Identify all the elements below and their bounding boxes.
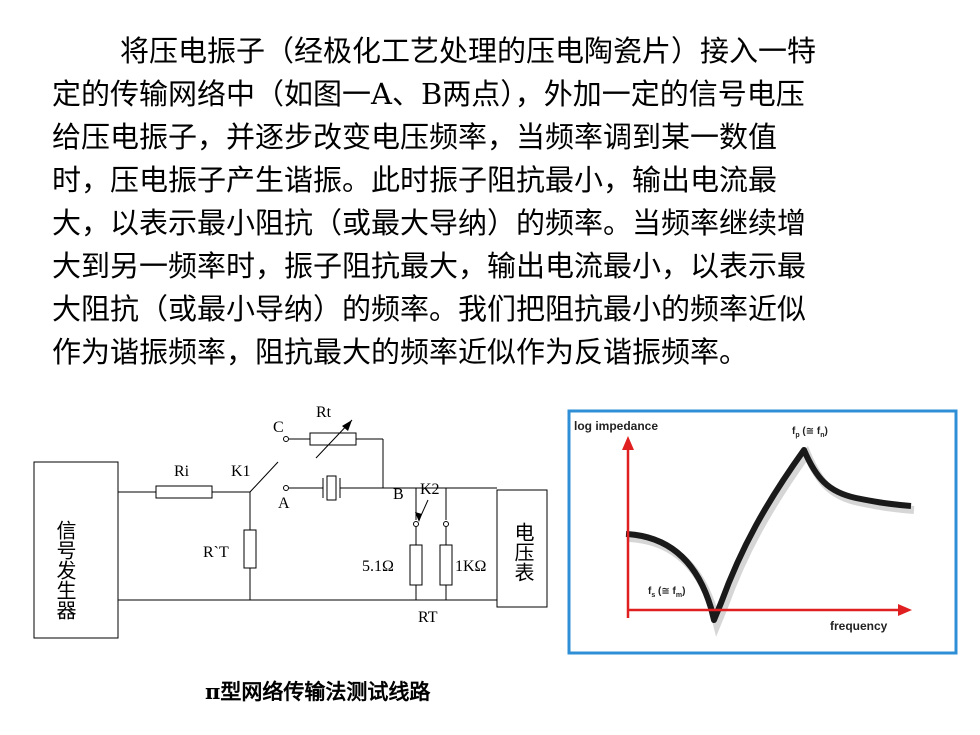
signal-generator-box — [33, 461, 119, 639]
y-axis-label: log impedance — [574, 419, 658, 433]
paragraph-line: 大，以表示最小阻抗（或最大导纳）的频率。当频率继续增 — [52, 206, 807, 240]
description-paragraph: 将压电振子（经极化工艺处理的压电陶瓷片）接入一特 定的传输网络中（如图一A、B两… — [52, 30, 942, 374]
paragraph-line: 给压电振子，并逐步改变电压频率，当频率调到某一数值 — [52, 120, 778, 154]
resistor-rt-variable — [309, 432, 357, 446]
terminal-k2-right — [443, 521, 449, 527]
variable-arrow-head — [342, 420, 352, 431]
paragraph-line: 将压电振子（经极化工艺处理的压电陶瓷片）接入一特 — [120, 34, 817, 68]
terminal-k2-left — [413, 521, 419, 527]
y-axis-arrow — [622, 436, 634, 450]
switch-k1-arm — [249, 461, 279, 493]
r-large-label: 1KΩ — [455, 558, 487, 575]
x-axis-label: frequency — [830, 619, 888, 633]
a-label: A — [278, 495, 290, 512]
resistor-ri — [155, 485, 213, 499]
piezo-element — [326, 475, 337, 501]
voltmeter-box — [496, 489, 548, 608]
c-label: C — [273, 419, 284, 436]
fp-label: fp (≅ fn) — [792, 426, 828, 439]
impedance-frequency-graph: log impedance frequency fp (≅ fn) fs (≅ … — [567, 409, 958, 655]
terminal-a — [283, 485, 289, 491]
resistor-1k — [439, 544, 453, 586]
rt-bottom-label: RT — [418, 609, 438, 626]
paragraph-line: 大阻抗（或最小导纳）的频率。我们把阻抗最小的频率近似 — [52, 292, 807, 326]
switch-k2-arrow-head — [415, 512, 422, 522]
b-label: B — [393, 486, 404, 503]
r-small-label: 5.1Ω — [362, 558, 394, 575]
resistor-5-1 — [409, 544, 423, 586]
x-axis-arrow — [898, 604, 912, 616]
paragraph-line: 大到另一频率时，振子阻抗最大，输出电流最小，以表示最 — [52, 249, 807, 283]
paragraph-line: 定的传输网络中（如图一A、B两点），外加一定的信号电压 — [52, 77, 805, 111]
paragraph-line: 作为谐振频率，阻抗最大的频率近似作为反谐振频率。 — [52, 335, 749, 369]
signal-generator-label: 信号发生器 — [53, 520, 76, 620]
ri-label: Ri — [174, 463, 190, 480]
pi-network-circuit: 信号发生器 电压表 Ri K1 R`T C Rt A B K2 5.1Ω 1KΩ… — [33, 404, 548, 639]
rt-prime-label: R`T — [203, 544, 229, 561]
paragraph-line: 时，压电振子产生谐振。此时振子阻抗最小，输出电流最 — [52, 163, 778, 197]
figure-caption: π型网络传输法测试线路 — [205, 679, 431, 704]
impedance-curve — [625, 447, 912, 623]
voltmeter-label: 电压表 — [511, 522, 534, 582]
resistor-rt-prime — [243, 529, 257, 569]
terminal-c — [283, 436, 289, 442]
k1-label: K1 — [231, 463, 251, 480]
fs-label: fs (≅ fm) — [648, 586, 685, 599]
rt-variable-label: Rt — [316, 404, 332, 421]
k2-label: K2 — [420, 481, 440, 498]
